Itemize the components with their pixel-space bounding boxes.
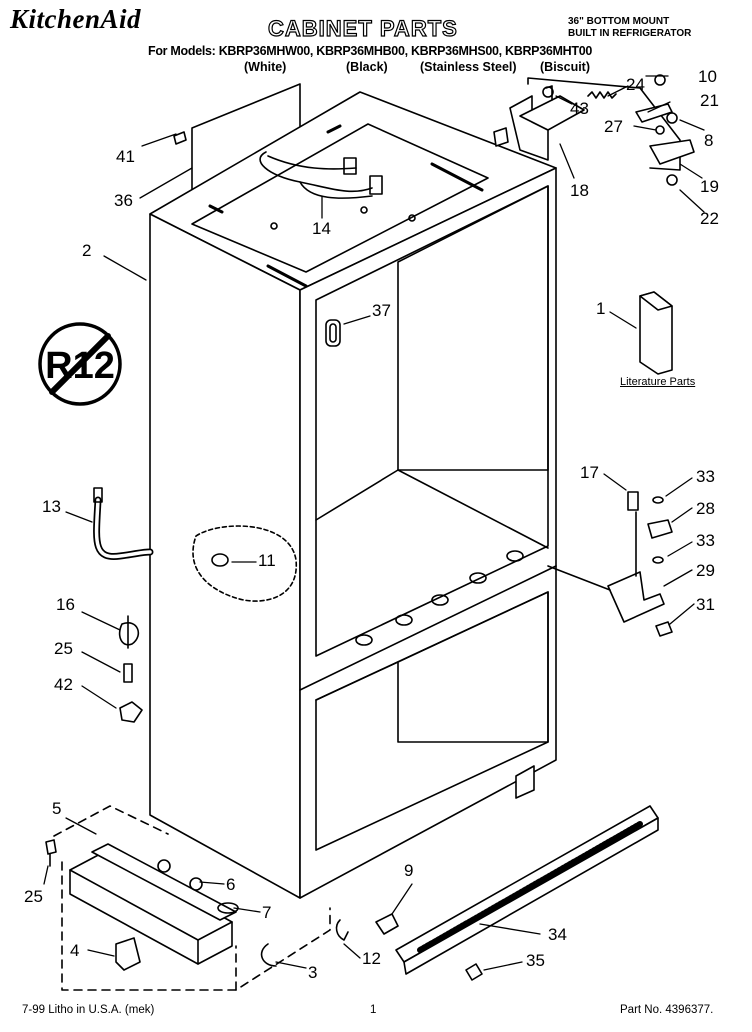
page-title: CABINET PARTS xyxy=(267,15,458,41)
models-line: For Models: KBRP36MHW00, KBRP36MHB00, KB… xyxy=(148,44,593,58)
footer-page-number: 1 xyxy=(370,1004,377,1016)
product-type: 36" BOTTOM MOUNT BUILT IN REFRIGERATOR xyxy=(568,16,691,40)
callout-41: 41 xyxy=(116,147,135,166)
cabinet-shell xyxy=(149,91,557,899)
product-type-line1: 36" BOTTOM MOUNT xyxy=(568,16,670,27)
footer-print-info: 7-99 Litho in U.S.A. (mek) xyxy=(22,1004,155,1016)
toe-grille xyxy=(335,805,659,981)
callout-12: 12 xyxy=(362,949,381,968)
callout-7: 7 xyxy=(262,903,272,922)
callout-9: 9 xyxy=(404,861,414,880)
callout-13: 13 xyxy=(42,497,61,516)
callout-33-upper: 33 xyxy=(696,467,715,486)
variant-white: (White) xyxy=(244,60,287,74)
callout-3: 3 xyxy=(308,963,318,982)
left-fasteners xyxy=(118,131,187,723)
callout-4: 4 xyxy=(70,941,80,960)
handle-slot xyxy=(325,319,341,347)
base-frame-assembly xyxy=(45,805,331,991)
product-type-line2: BUILT IN REFRIGERATOR xyxy=(568,28,692,39)
callout-34: 34 xyxy=(548,925,567,944)
callout-25-bottom: 25 xyxy=(24,887,43,906)
top-hinge-assembly xyxy=(493,74,695,186)
water-tube xyxy=(93,487,154,560)
callout-29: 29 xyxy=(696,561,715,580)
callout-1: 1 xyxy=(596,299,606,318)
callout-42: 42 xyxy=(54,675,73,694)
literature-packet xyxy=(639,291,673,375)
variant-black: (Black) xyxy=(346,60,388,74)
callout-21: 21 xyxy=(700,91,719,110)
callout-31: 31 xyxy=(696,595,715,614)
callout-37: 37 xyxy=(372,301,391,320)
callout-6: 6 xyxy=(226,875,236,894)
callout-19: 19 xyxy=(700,177,719,196)
callout-17: 17 xyxy=(580,463,599,482)
callout-22: 22 xyxy=(700,209,719,228)
callout-27: 27 xyxy=(604,117,623,136)
callout-16: 16 xyxy=(56,595,75,614)
no-r12-symbol: R12 xyxy=(38,322,122,406)
callout-8: 8 xyxy=(704,131,714,150)
callout-14: 14 xyxy=(312,219,331,238)
callout-35: 35 xyxy=(526,951,545,970)
callout-11: 11 xyxy=(258,551,276,570)
callout-10: 10 xyxy=(698,67,717,86)
leader-lines xyxy=(43,75,705,971)
footer-part-number: Part No. 4396377. xyxy=(620,1004,714,1016)
callout-28: 28 xyxy=(696,499,715,518)
callout-33-lower: 33 xyxy=(696,531,715,550)
wire-harness xyxy=(259,151,383,199)
insulation-patch xyxy=(192,525,297,602)
variant-stainless: (Stainless Steel) xyxy=(420,60,517,74)
callout-24: 24 xyxy=(626,75,645,94)
callout-36: 36 xyxy=(114,191,133,210)
callout-18: 18 xyxy=(570,181,589,200)
callout-25-left: 25 xyxy=(54,639,73,658)
callout-5: 5 xyxy=(52,799,62,818)
brand-logo: KitchenAid xyxy=(10,4,142,34)
callout-2: 2 xyxy=(82,241,92,260)
variant-biscuit: (Biscuit) xyxy=(540,60,590,74)
callout-43: 43 xyxy=(570,99,589,118)
bottom-hinge-assembly xyxy=(547,491,673,637)
literature-parts-label: Literature Parts xyxy=(620,376,696,388)
